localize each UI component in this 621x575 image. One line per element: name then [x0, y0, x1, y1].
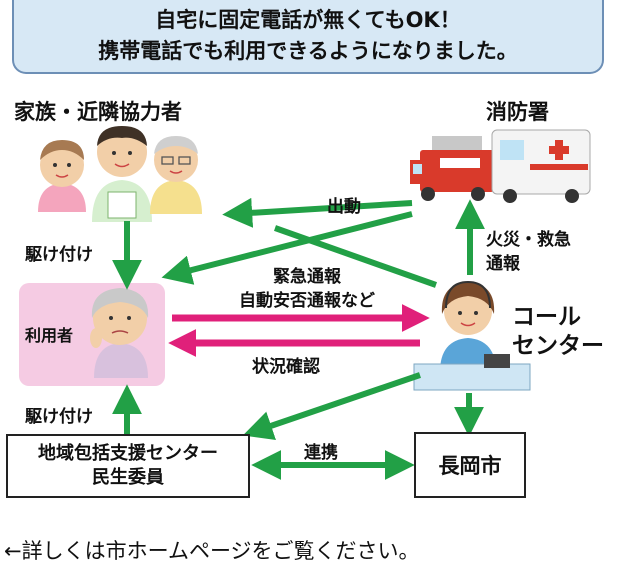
- cooperation-label: 連携: [304, 443, 338, 463]
- support-center-box: 地域包括支援センター 民生委員: [6, 434, 250, 498]
- fire-dept-label: 消防署: [486, 100, 549, 124]
- support-center-line-1: 地域包括支援センター: [38, 443, 218, 464]
- status-check-label: 状況確認: [252, 357, 320, 377]
- elderly-user-illustration: [90, 288, 149, 378]
- homepage-link[interactable]: ←詳しくは市ホームページをご覧ください。: [4, 539, 420, 563]
- arrow-fire-to-user: [161, 211, 413, 285]
- user-label: 利用者: [25, 326, 74, 345]
- rush-label-bottom: 駆け付け: [25, 407, 93, 427]
- family-elder-man-figure: [150, 136, 202, 214]
- fire-rescue-line-1: 火災・救急: [486, 230, 571, 250]
- ambulance-illustration: [491, 129, 591, 203]
- call-center-line-1: コール: [512, 304, 581, 330]
- support-center-line-2: 民生委員: [92, 467, 164, 488]
- fire-rescue-report-label: 火災・救急 通報: [486, 228, 571, 276]
- call-center-label: コール センター: [512, 303, 604, 361]
- operator-illustration: [413, 280, 531, 391]
- family-label: 家族・近隣協力者: [14, 100, 182, 124]
- city-box: 長岡市: [414, 432, 526, 498]
- magenta-arrows: [168, 304, 430, 357]
- family-man-figure: [92, 126, 152, 222]
- emergency-line-1: 緊急通報: [273, 267, 341, 287]
- fire-rescue-line-2: 通報: [486, 254, 520, 274]
- family-woman-figure: [38, 140, 86, 212]
- emergency-call-label: 緊急通報 自動安否通報など: [207, 265, 407, 313]
- dispatch-label: 出動: [327, 197, 361, 217]
- arrow-fire-to-family: [222, 197, 413, 228]
- green-arrows: [112, 197, 485, 480]
- emergency-line-2: 自動安否通報など: [239, 291, 375, 311]
- banner-line-2: 携帯電話でも利用できるようになりました。: [98, 39, 518, 63]
- headline-banner: 自宅に固定電話が無くてもOK！ 携帯電話でも利用できるようになりました。: [12, 0, 604, 74]
- rush-label-top: 駆け付け: [25, 245, 93, 265]
- arrow-callcenter-to-family-cross: [273, 225, 438, 288]
- family-illustration: [38, 126, 202, 222]
- city-label: 長岡市: [438, 454, 502, 478]
- call-center-line-2: センター: [512, 333, 604, 359]
- fire-engine-illustration: [410, 136, 494, 201]
- banner-line-1: 自宅に固定電話が無くてもOK！: [155, 8, 461, 32]
- arrow-callcenter-to-support: [242, 372, 421, 440]
